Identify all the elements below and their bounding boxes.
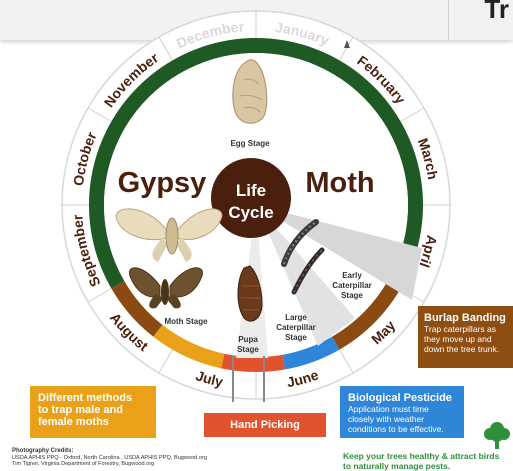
bio-line-3: conditions to be effective.	[348, 424, 456, 434]
burlap-banding-box: Burlap Banding Trap caterpillars as they…	[418, 306, 513, 368]
moth-stage-label: Moth Stage	[164, 317, 208, 326]
photo-credits: Photography Credits: USDA APHIS PPQ - Ox…	[12, 448, 242, 468]
pupa-stage-label-1: Pupa	[238, 335, 258, 344]
title-right: Moth	[305, 167, 374, 199]
early-stage-label-2: Caterpillar	[332, 281, 372, 290]
trap-methods-line-3: female moths	[38, 416, 148, 428]
trap-methods-box: Different methods to trap male and femal…	[30, 386, 156, 438]
center-line-1: Life	[236, 181, 266, 200]
credits-line-2: Tim Tigner, Virginia Department of Fores…	[12, 461, 154, 467]
title-left: Gypsy	[118, 167, 207, 199]
burlap-line-1: Trap caterpillars as	[424, 324, 508, 334]
large-stage-label-2: Caterpillar	[276, 323, 316, 332]
center-line-2: Cycle	[228, 203, 273, 222]
large-stage-label-1: Large	[285, 313, 307, 322]
bio-line-2: closely with weather	[348, 414, 456, 424]
credits-heading: Photography Credits:	[12, 448, 73, 454]
trap-methods-line-1: Different methods	[38, 392, 148, 404]
credits-line-1: USDA APHIS PPQ - Oxford, North Carolina …	[12, 455, 207, 461]
tree-icon	[482, 420, 512, 450]
footer-message: Keep your trees healthy & attract birds …	[343, 452, 513, 471]
burlap-line-2: they move up and	[424, 334, 508, 344]
biological-pesticide-box: Biological Pesticide Application must ti…	[340, 386, 464, 438]
early-stage-label-3: Stage	[341, 291, 363, 300]
hand-picking-label: Hand Picking	[208, 419, 322, 431]
burlap-line-3: down the tree trunk.	[424, 344, 508, 354]
trap-methods-line-2: to trap male and	[38, 404, 148, 416]
pupa-pointer-line	[232, 356, 234, 402]
pupa-pointer-line-right	[263, 356, 265, 402]
bio-title: Biological Pesticide	[348, 392, 456, 404]
pupa-stage-label-2: Stage	[237, 345, 259, 354]
burlap-title: Burlap Banding	[424, 312, 508, 324]
egg-stage-label: Egg Stage	[230, 139, 270, 148]
bio-line-1: Application must time	[348, 404, 456, 414]
hand-picking-box: Hand Picking	[204, 413, 326, 437]
large-stage-label-3: Stage	[285, 333, 307, 342]
early-stage-label-1: Early	[342, 271, 362, 280]
